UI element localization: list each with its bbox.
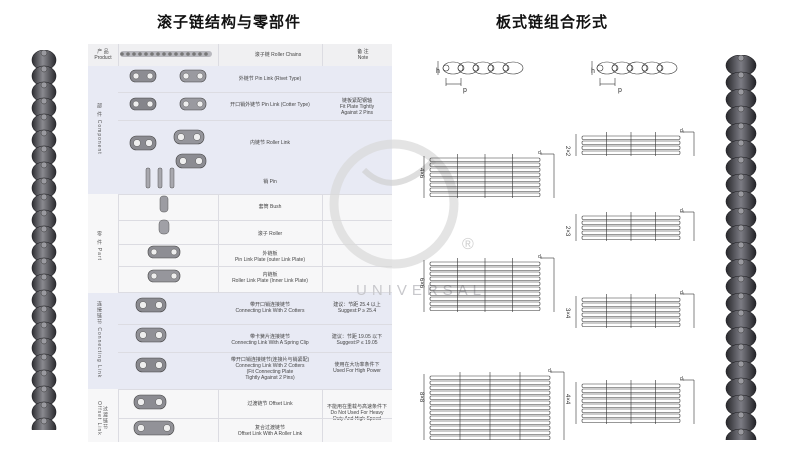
svg-text:d₁: d₁ xyxy=(548,368,553,374)
row-connecting-fit: 带开口销连接链节(连接片与销紧配) Connecting Link With 2… xyxy=(230,357,310,381)
section-component-label: 部 件 Component xyxy=(96,103,102,155)
label-6x6: 6×6 xyxy=(418,278,424,289)
plate-chain-diagrams: h p h p 4×6 6×6 8×8 2×2 2×3 3×4 4×4 d₁ d₁… xyxy=(418,61,695,440)
dim-p-left: p xyxy=(463,87,467,94)
component-images xyxy=(129,69,207,169)
svg-text:d₁: d₁ xyxy=(538,254,543,260)
label-4x6: 4×6 xyxy=(418,168,424,179)
title-left: 滚子链结构与零部件 xyxy=(157,13,302,31)
label-4x4: 4×4 xyxy=(564,394,570,405)
vertical-chain-left xyxy=(31,50,57,430)
dim-p-right: p xyxy=(618,87,622,94)
dim-h-left: h xyxy=(436,68,440,75)
note-fit-plate: 链板紧配钢轴 Fit Plate Tightly Against 2 Pins xyxy=(339,98,375,116)
row-pin-link-cotter: 开口销外链节 Pin Link (Cotter Type) xyxy=(230,102,310,108)
section-connecting-label: 连接链节 Connecting Link xyxy=(96,301,102,379)
vertical-chain-right xyxy=(725,55,757,440)
part-images xyxy=(145,167,181,283)
svg-text:d₁: d₁ xyxy=(680,290,685,296)
svg-text:d₁: d₁ xyxy=(680,128,685,134)
row-offset-link: 过渡链节 Offset Link xyxy=(247,401,293,407)
row-roller-link: 内链节 Roller Link xyxy=(249,140,290,146)
connecting-images xyxy=(135,297,167,373)
section-part-label: 零 件 Part xyxy=(96,231,102,261)
row-bush: 套筒 Bush xyxy=(258,204,282,210)
svg-text:d₁: d₁ xyxy=(538,150,543,156)
label-3x4: 3×4 xyxy=(564,308,570,319)
svg-text:d₁: d₁ xyxy=(680,208,685,214)
row-roller: 滚子 Roller xyxy=(257,231,283,237)
label-8x8: 8×8 xyxy=(418,392,424,403)
title-right: 板式链组合形式 xyxy=(496,13,609,31)
section-offset-label: 过渡链节 Offset Link xyxy=(96,400,108,436)
svg-text:d₁: d₁ xyxy=(680,376,685,382)
row-pin-link-rivet: 外链节 Pin Link (Rivet Type) xyxy=(238,76,302,82)
watermark-logo xyxy=(329,139,459,269)
row-pin: 销 Pin xyxy=(263,179,277,185)
dim-h-right: h xyxy=(591,68,595,75)
header-chain-label: 滚子链 Roller Chains xyxy=(254,52,302,58)
header-chain-image xyxy=(120,51,212,57)
offset-images xyxy=(133,394,175,436)
note-no-heavy: 不能用在重载与高速条件下 Do Not Used For Heavy Duty … xyxy=(326,404,387,422)
watermark-text: UNIVERSAL xyxy=(356,282,487,299)
label-2x2: 2×2 xyxy=(564,146,570,157)
label-2x3: 2×3 xyxy=(564,226,570,237)
watermark-mark: ® xyxy=(462,236,474,253)
